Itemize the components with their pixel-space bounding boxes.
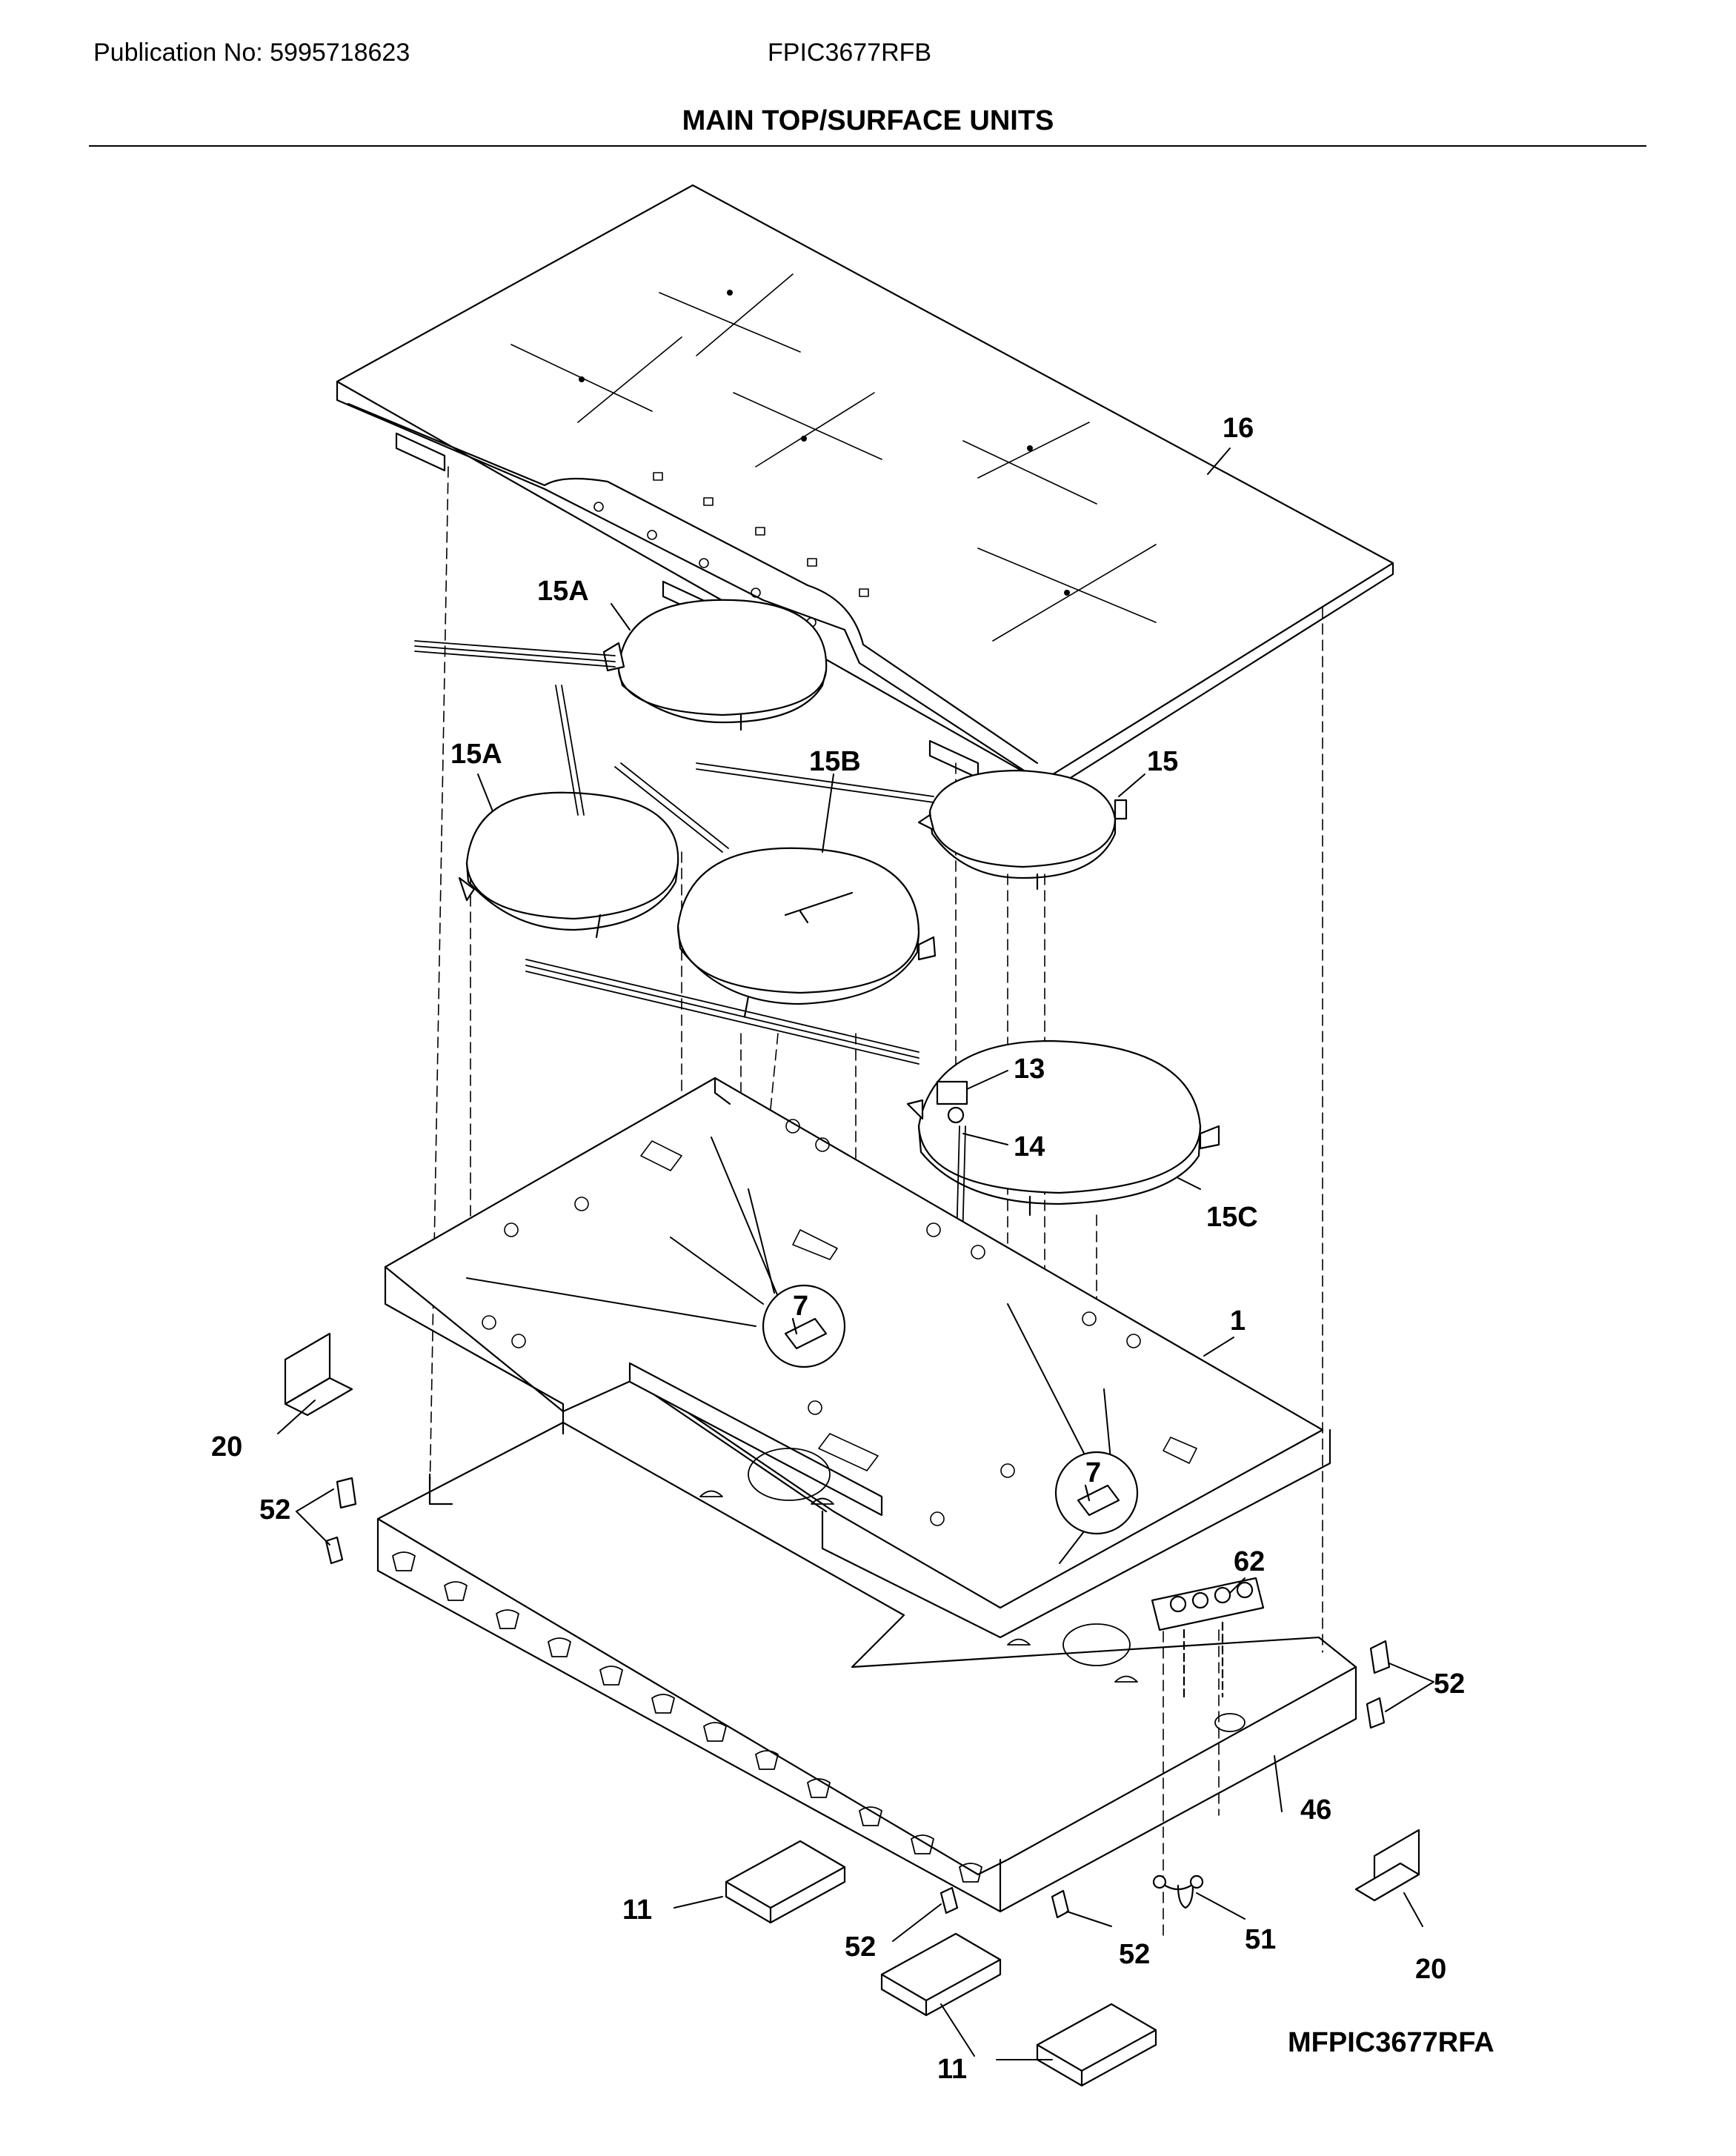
clip-52-left-upper — [336, 1477, 357, 1509]
callout-52-bottom-mid: 52 — [1119, 1939, 1150, 1970]
surface-element-15a-top — [602, 599, 828, 731]
lower-chassis-part — [376, 1421, 1357, 1913]
surface-element-15c — [906, 1039, 1220, 1217]
callout-52-right: 52 — [1434, 1668, 1465, 1700]
drawing-code: MFPIC3677RFA — [1288, 2027, 1494, 2058]
callout-15c: 15C — [1206, 1202, 1258, 1233]
clip-52-right-upper — [1369, 1640, 1391, 1674]
callout-15a-top: 15A — [537, 576, 589, 607]
side-bracket-20-right — [1354, 1829, 1420, 1902]
page-title: MAIN TOP/SURFACE UNITS — [682, 105, 1054, 136]
callout-62: 62 — [1234, 1546, 1265, 1577]
mount-bracket-11-mid — [880, 1932, 1002, 2017]
glass-cooktop-part — [336, 184, 1394, 798]
clip-52-right-lower — [1366, 1697, 1386, 1729]
strain-relief-51 — [1152, 1874, 1204, 1909]
clip-52-bottom-left — [939, 1886, 959, 1914]
callout-20-right: 20 — [1415, 1954, 1446, 1985]
side-bracket-20-left — [284, 1332, 353, 1417]
surface-element-15a-left — [458, 791, 679, 939]
mount-bracket-11-bottom — [1036, 2003, 1157, 2087]
callout-7-left: 7 — [793, 1291, 808, 1322]
callout-1: 1 — [1230, 1305, 1246, 1337]
callout-46: 46 — [1300, 1794, 1331, 1826]
element-wire-leads — [414, 640, 966, 1416]
publication-number: Publication No: 5995718623 — [93, 39, 410, 67]
callout-11-left: 11 — [622, 1894, 652, 1926]
inner-frame-part — [384, 1077, 1331, 1639]
surface-element-15 — [917, 769, 1128, 891]
callout-13: 13 — [1014, 1054, 1045, 1085]
clip-52-left-lower — [325, 1536, 344, 1565]
callout-52-left: 52 — [259, 1494, 290, 1525]
header-rule — [89, 145, 1646, 147]
clip-detail-right — [1054, 1451, 1139, 1535]
callout-15: 15 — [1147, 746, 1178, 777]
callout-15a-left: 15A — [450, 739, 502, 770]
model-number: FPIC3677RFB — [768, 39, 932, 67]
clip-52-bottom-mid — [1051, 1889, 1070, 1919]
surface-element-15b — [676, 847, 937, 1018]
callout-20-left: 20 — [211, 1431, 242, 1463]
mount-bracket-11-left — [725, 1840, 846, 1924]
callout-leaders — [277, 447, 1434, 2060]
callout-7-right: 7 — [1085, 1457, 1101, 1488]
callout-14: 14 — [1014, 1131, 1045, 1162]
clip-detail-left — [762, 1284, 846, 1368]
callout-52-bottom-left: 52 — [845, 1932, 876, 1963]
callout-15b: 15B — [809, 746, 861, 777]
callout-16: 16 — [1223, 413, 1254, 444]
callout-11-bottom: 11 — [937, 2054, 967, 2085]
terminal-block-part — [1151, 1577, 1265, 1698]
callout-51: 51 — [1245, 1924, 1276, 1955]
